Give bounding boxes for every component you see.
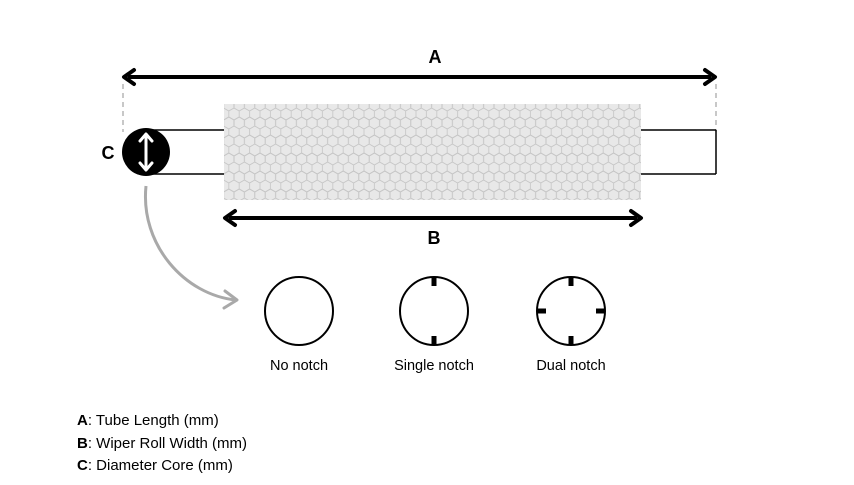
wiper-roll-texture [224, 104, 641, 200]
notch-label-none: No notch [270, 358, 328, 374]
double-arrow-icon [138, 132, 154, 172]
legend-row-a: A: Tube Length (mm) [77, 410, 247, 433]
curved-arrow-icon [143, 185, 239, 310]
notch-option-single [399, 276, 469, 346]
legend-text: : Wiper Roll Width (mm) [87, 434, 248, 452]
notch-option-dual [536, 276, 606, 346]
legend-key: A [77, 412, 88, 429]
legend-text: : Diameter Core (mm) [87, 457, 233, 474]
legend: A: Tube Length (mm) B: Wiper Roll Width … [77, 410, 247, 478]
legend-text: : Tube Length (mm) [87, 412, 219, 429]
dimension-c-label: C [102, 143, 115, 163]
dimension-b-label: B [428, 228, 441, 248]
dimension-b-arrow [223, 209, 643, 227]
notch-label-single: Single notch [394, 358, 474, 374]
legend-key: C [77, 457, 88, 474]
legend-key: B [77, 434, 88, 452]
dimension-a-label: A [429, 47, 442, 67]
dimension-a-arrow [122, 68, 717, 86]
legend-row-b: B: Wiper Roll Width (mm) [77, 433, 247, 456]
notch-option-none [264, 276, 334, 346]
legend-row-c: C: Diameter Core (mm) [77, 455, 247, 478]
notch-label-dual: Dual notch [536, 358, 605, 374]
